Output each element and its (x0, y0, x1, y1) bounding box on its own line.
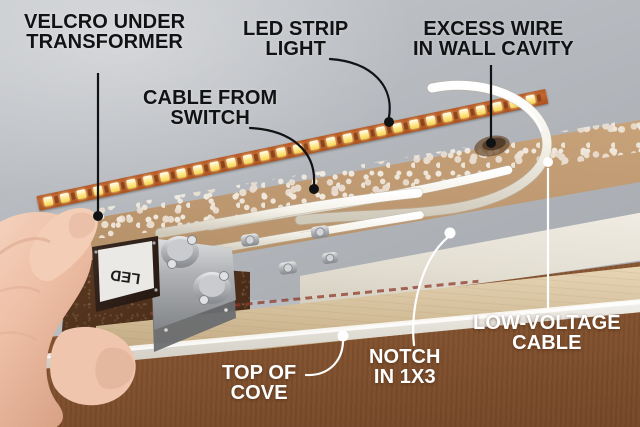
leader-top-of-cove (304, 330, 349, 377)
annotation-led-strip-light: LED STRIP LIGHT (243, 18, 349, 61)
leader-excess-wire (486, 65, 496, 148)
leader-velcro (93, 73, 103, 221)
leader-low-voltage-cable (543, 157, 553, 308)
cable-print-text: ······· (299, 228, 312, 236)
hand-holding-transformer (0, 207, 136, 427)
leader-lines (93, 57, 553, 377)
led-transformer: LED (92, 236, 160, 312)
annotation-velcro-under-transformer: VELCRO UNDER TRANSFORMER (24, 11, 186, 54)
low-voltage-cable-wire (294, 79, 553, 226)
annotation-top-of-cove: TOP OF COVE (222, 362, 297, 405)
annotation-excess-wire-in-wall-cavity: EXCESS WIRE IN WALL CAVITY (413, 18, 574, 61)
transformer-label-text: LED (109, 266, 141, 287)
leader-cable-from-switch (248, 126, 319, 194)
leader-notch (412, 227, 456, 347)
annotation-low-voltage-cable: LOW-VOLTAGE CABLE (473, 312, 621, 355)
metal-cable-connector-2 (193, 271, 231, 305)
annotation-notch-in-1x3: NOTCH IN 1X3 (369, 346, 441, 389)
annotation-cable-from-switch: CABLE FROM SWITCH (143, 87, 278, 130)
metal-cable-connector-1 (161, 235, 199, 269)
leader-led-strip (328, 57, 394, 127)
cable-clips (240, 225, 339, 275)
cable-from-switch-wire (154, 187, 424, 239)
